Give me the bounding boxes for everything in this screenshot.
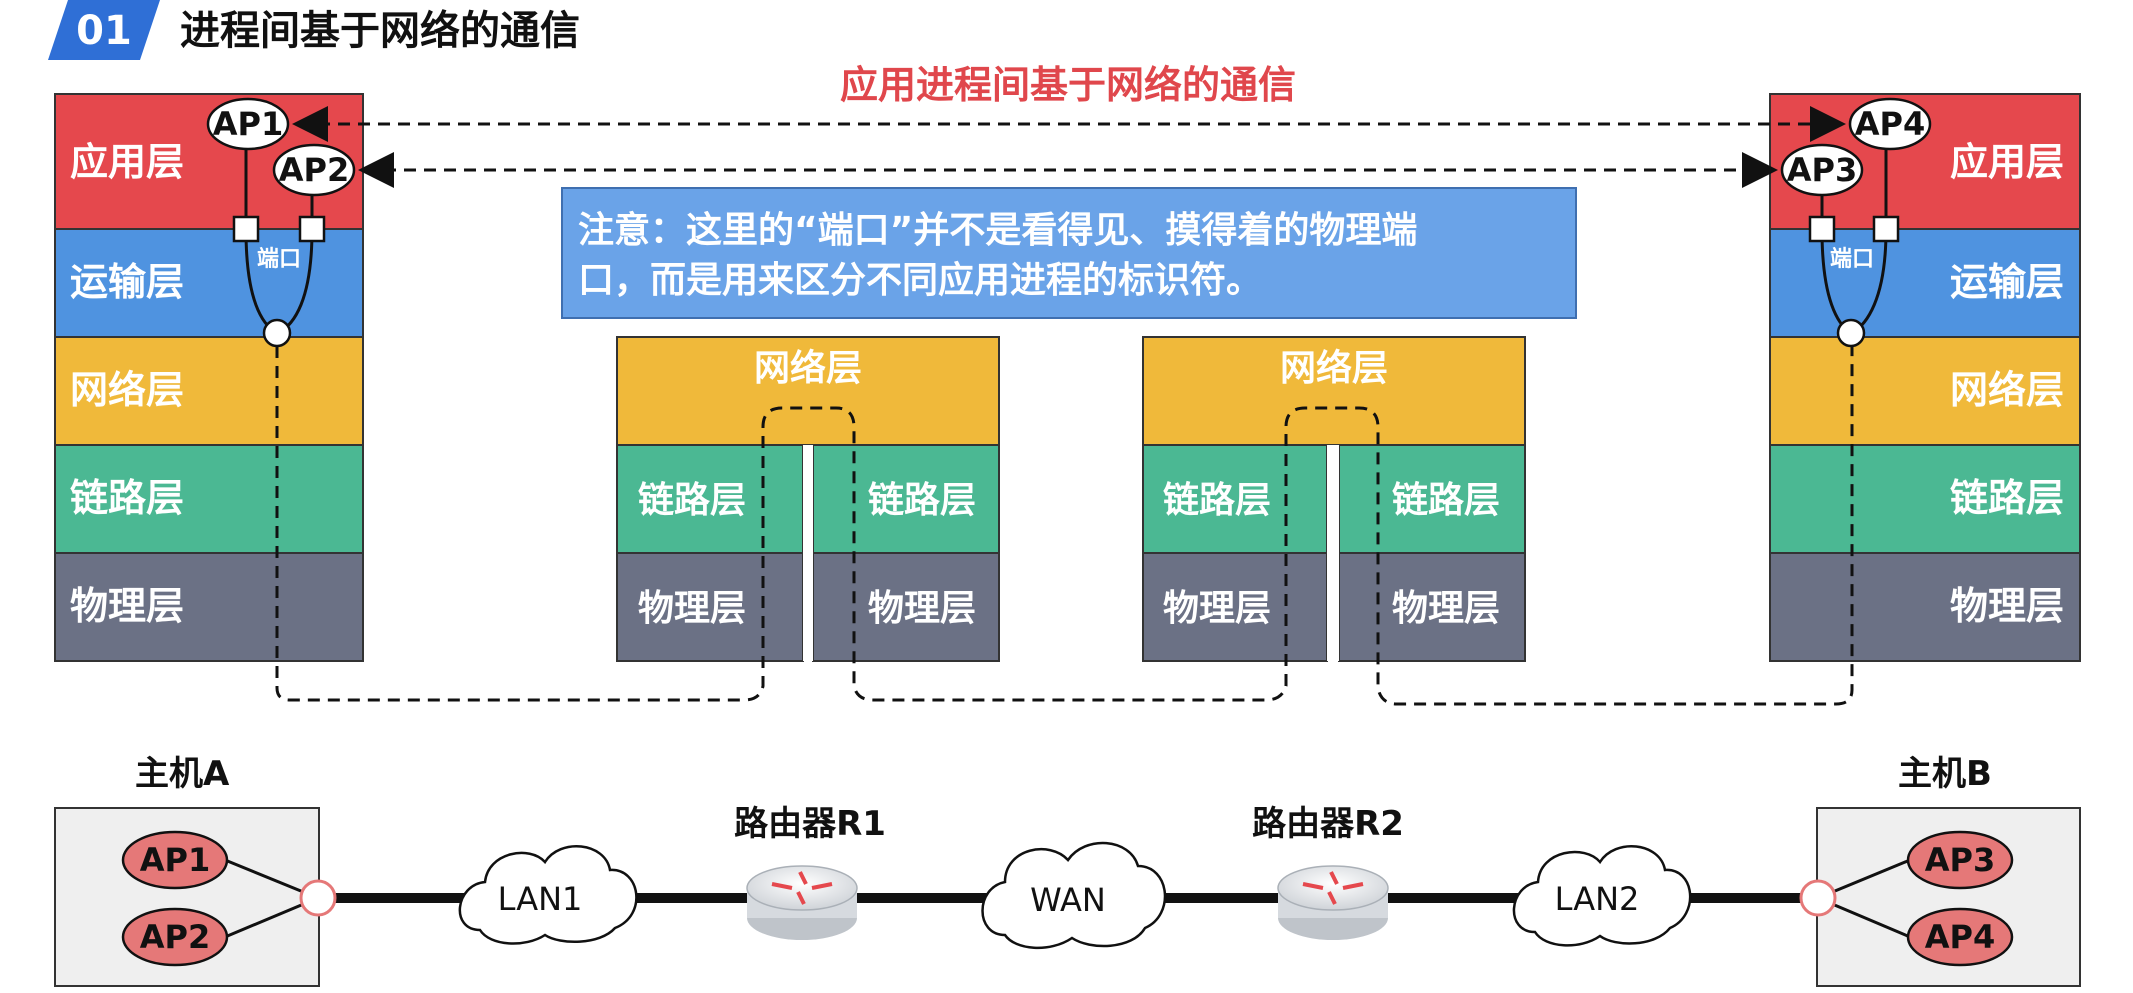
- host-a-ap1-label: AP1: [140, 841, 210, 879]
- host-b-ap3-label: AP3: [1925, 841, 1995, 879]
- r1-physical-layer-left: [616, 552, 804, 662]
- lan2-cloud: LAN2: [1512, 845, 1692, 947]
- lan2-label: LAN2: [1555, 880, 1640, 918]
- host-b-layer-label: 运输层: [1950, 260, 2064, 304]
- host-a-layer-label: 网络层: [70, 368, 184, 412]
- host-a-physical-layer: [54, 552, 364, 662]
- network-topology: 主机A AP1 AP2 主机B AP3 AP4 LAN1 路由器R1: [54, 754, 2081, 987]
- r1-physical-label: 物理层: [868, 588, 976, 629]
- r2-network-label: 网络层: [1280, 347, 1388, 389]
- r2-link-layer-right: [1338, 444, 1526, 554]
- ap3-label: AP3: [1787, 151, 1857, 189]
- host-b-layer-label: 应用层: [1950, 140, 2064, 184]
- port-square-ap4: [1872, 215, 1900, 243]
- section-badge: [48, 0, 160, 60]
- host-b-ap3-oval: [1906, 830, 2014, 890]
- r2-physical-label: 物理层: [1392, 588, 1500, 629]
- wan-label: WAN: [1030, 881, 1106, 919]
- port-square-ap3: [1808, 215, 1836, 243]
- note-box: 注意：这里的“端口”并不是看得见、摸得着的物理端 口，而是用来区分不同应用进程的…: [561, 187, 1577, 319]
- host-a-stack: 应用层 运输层 网络层 链路层 物理层 端口 AP1 AP2: [54, 93, 364, 662]
- router-r1: 路由器R1: [734, 804, 886, 940]
- port-square-ap2: [298, 215, 326, 243]
- host-a-ap2-oval: [121, 907, 229, 967]
- ap4-oval: [1848, 97, 1932, 151]
- r1-gap: [803, 445, 813, 661]
- note-line-1: 注意：这里的“端口”并不是看得见、摸得着的物理端: [578, 210, 1417, 251]
- router-arrows-icon: [1302, 871, 1364, 905]
- router-arrows-icon: [771, 871, 833, 905]
- wan-cloud: WAN: [981, 841, 1167, 950]
- ap1-oval: [206, 97, 290, 151]
- r2-link-label: 链路层: [1392, 480, 1500, 521]
- host-b-interface: [1799, 879, 1837, 917]
- router-r2-label: 路由器R2: [1252, 804, 1404, 844]
- router-r1-label: 路由器R1: [734, 804, 886, 844]
- r1-network-label: 网络层: [754, 347, 862, 389]
- lan1-label: LAN1: [498, 880, 583, 918]
- host-a-ap1-oval: [121, 830, 229, 890]
- r1-link-label: 链路层: [638, 480, 746, 521]
- r1-link-layer-left: [616, 444, 804, 554]
- r2-physical-label: 物理层: [1163, 588, 1271, 629]
- r1-network-layer: [616, 336, 1000, 446]
- diagram-caption: 应用进程间基于网络的通信: [840, 63, 1296, 107]
- host-b-ap4-label: AP4: [1925, 918, 1995, 956]
- ap1-label: AP1: [213, 105, 283, 143]
- host-b-link-layer: [1769, 444, 2081, 554]
- data-path-line: [275, 346, 1854, 706]
- r2-physical-layer-right: [1338, 552, 1526, 662]
- note-background: [561, 187, 1577, 319]
- lan1-cloud: LAN1: [458, 845, 638, 945]
- slide-header: 01 进程间基于网络的通信: [48, 0, 580, 60]
- host-a-label: 主机A: [135, 754, 230, 794]
- host-b-label: 主机B: [1898, 754, 1992, 794]
- host-a-network-layer: [54, 336, 364, 446]
- host-a-interface: [299, 879, 337, 917]
- r1-physical-label: 物理层: [638, 588, 746, 629]
- r2-network-layer: [1142, 336, 1526, 446]
- host-b-physical-layer: [1769, 552, 2081, 662]
- r1-link-layer-right: [812, 444, 1000, 554]
- host-b-ap4-oval: [1906, 907, 2014, 967]
- host-a-layer-label: 应用层: [70, 140, 184, 184]
- host-a-ap2-label: AP2: [140, 918, 210, 956]
- r1-physical-layer-right: [812, 552, 1000, 662]
- host-a-ip-point: [262, 318, 292, 348]
- router-icon: [1277, 865, 1389, 911]
- host-b-transport-layer: [1769, 228, 2081, 338]
- router-r1-stack: 网络层 链路层 链路层 物理层 物理层: [616, 336, 1000, 662]
- r2-link-layer-left: [1142, 444, 1328, 554]
- router-icon: [746, 865, 858, 911]
- host-a-layer-label: 链路层: [70, 476, 184, 520]
- host-b-network-layer: [1769, 336, 2081, 446]
- r1-link-label: 链路层: [868, 480, 976, 521]
- host-a-layer-label: 物理层: [70, 584, 184, 628]
- section-number: 01: [76, 8, 132, 54]
- ap3-oval: [1780, 143, 1864, 197]
- router-r2: 路由器R2: [1252, 804, 1404, 940]
- page-title: 进程间基于网络的通信: [180, 8, 580, 54]
- host-a-layer-label: 运输层: [70, 260, 184, 304]
- port-label: 端口: [1830, 247, 1874, 272]
- ap2-oval: [272, 143, 356, 197]
- r2-link-label: 链路层: [1163, 480, 1271, 521]
- ap2-label: AP2: [279, 151, 349, 189]
- host-b-layer-label: 物理层: [1950, 584, 2064, 628]
- host-a-link-layer: [54, 444, 364, 554]
- host-b-layer-label: 链路层: [1950, 476, 2064, 520]
- host-b-layer-label: 网络层: [1950, 368, 2064, 412]
- port-square-ap1: [232, 215, 260, 243]
- port-label: 端口: [257, 247, 301, 272]
- r2-gap: [1327, 445, 1339, 661]
- ap4-label: AP4: [1855, 105, 1925, 143]
- note-line-2: 口，而是用来区分不同应用进程的标识符。: [578, 260, 1262, 301]
- host-b-stack: 应用层 运输层 网络层 链路层 物理层 端口 AP4 AP3: [1769, 93, 2081, 662]
- router-r2-stack: 网络层 链路层 链路层 物理层 物理层: [1142, 336, 1526, 662]
- host-b-ip-point: [1836, 318, 1866, 348]
